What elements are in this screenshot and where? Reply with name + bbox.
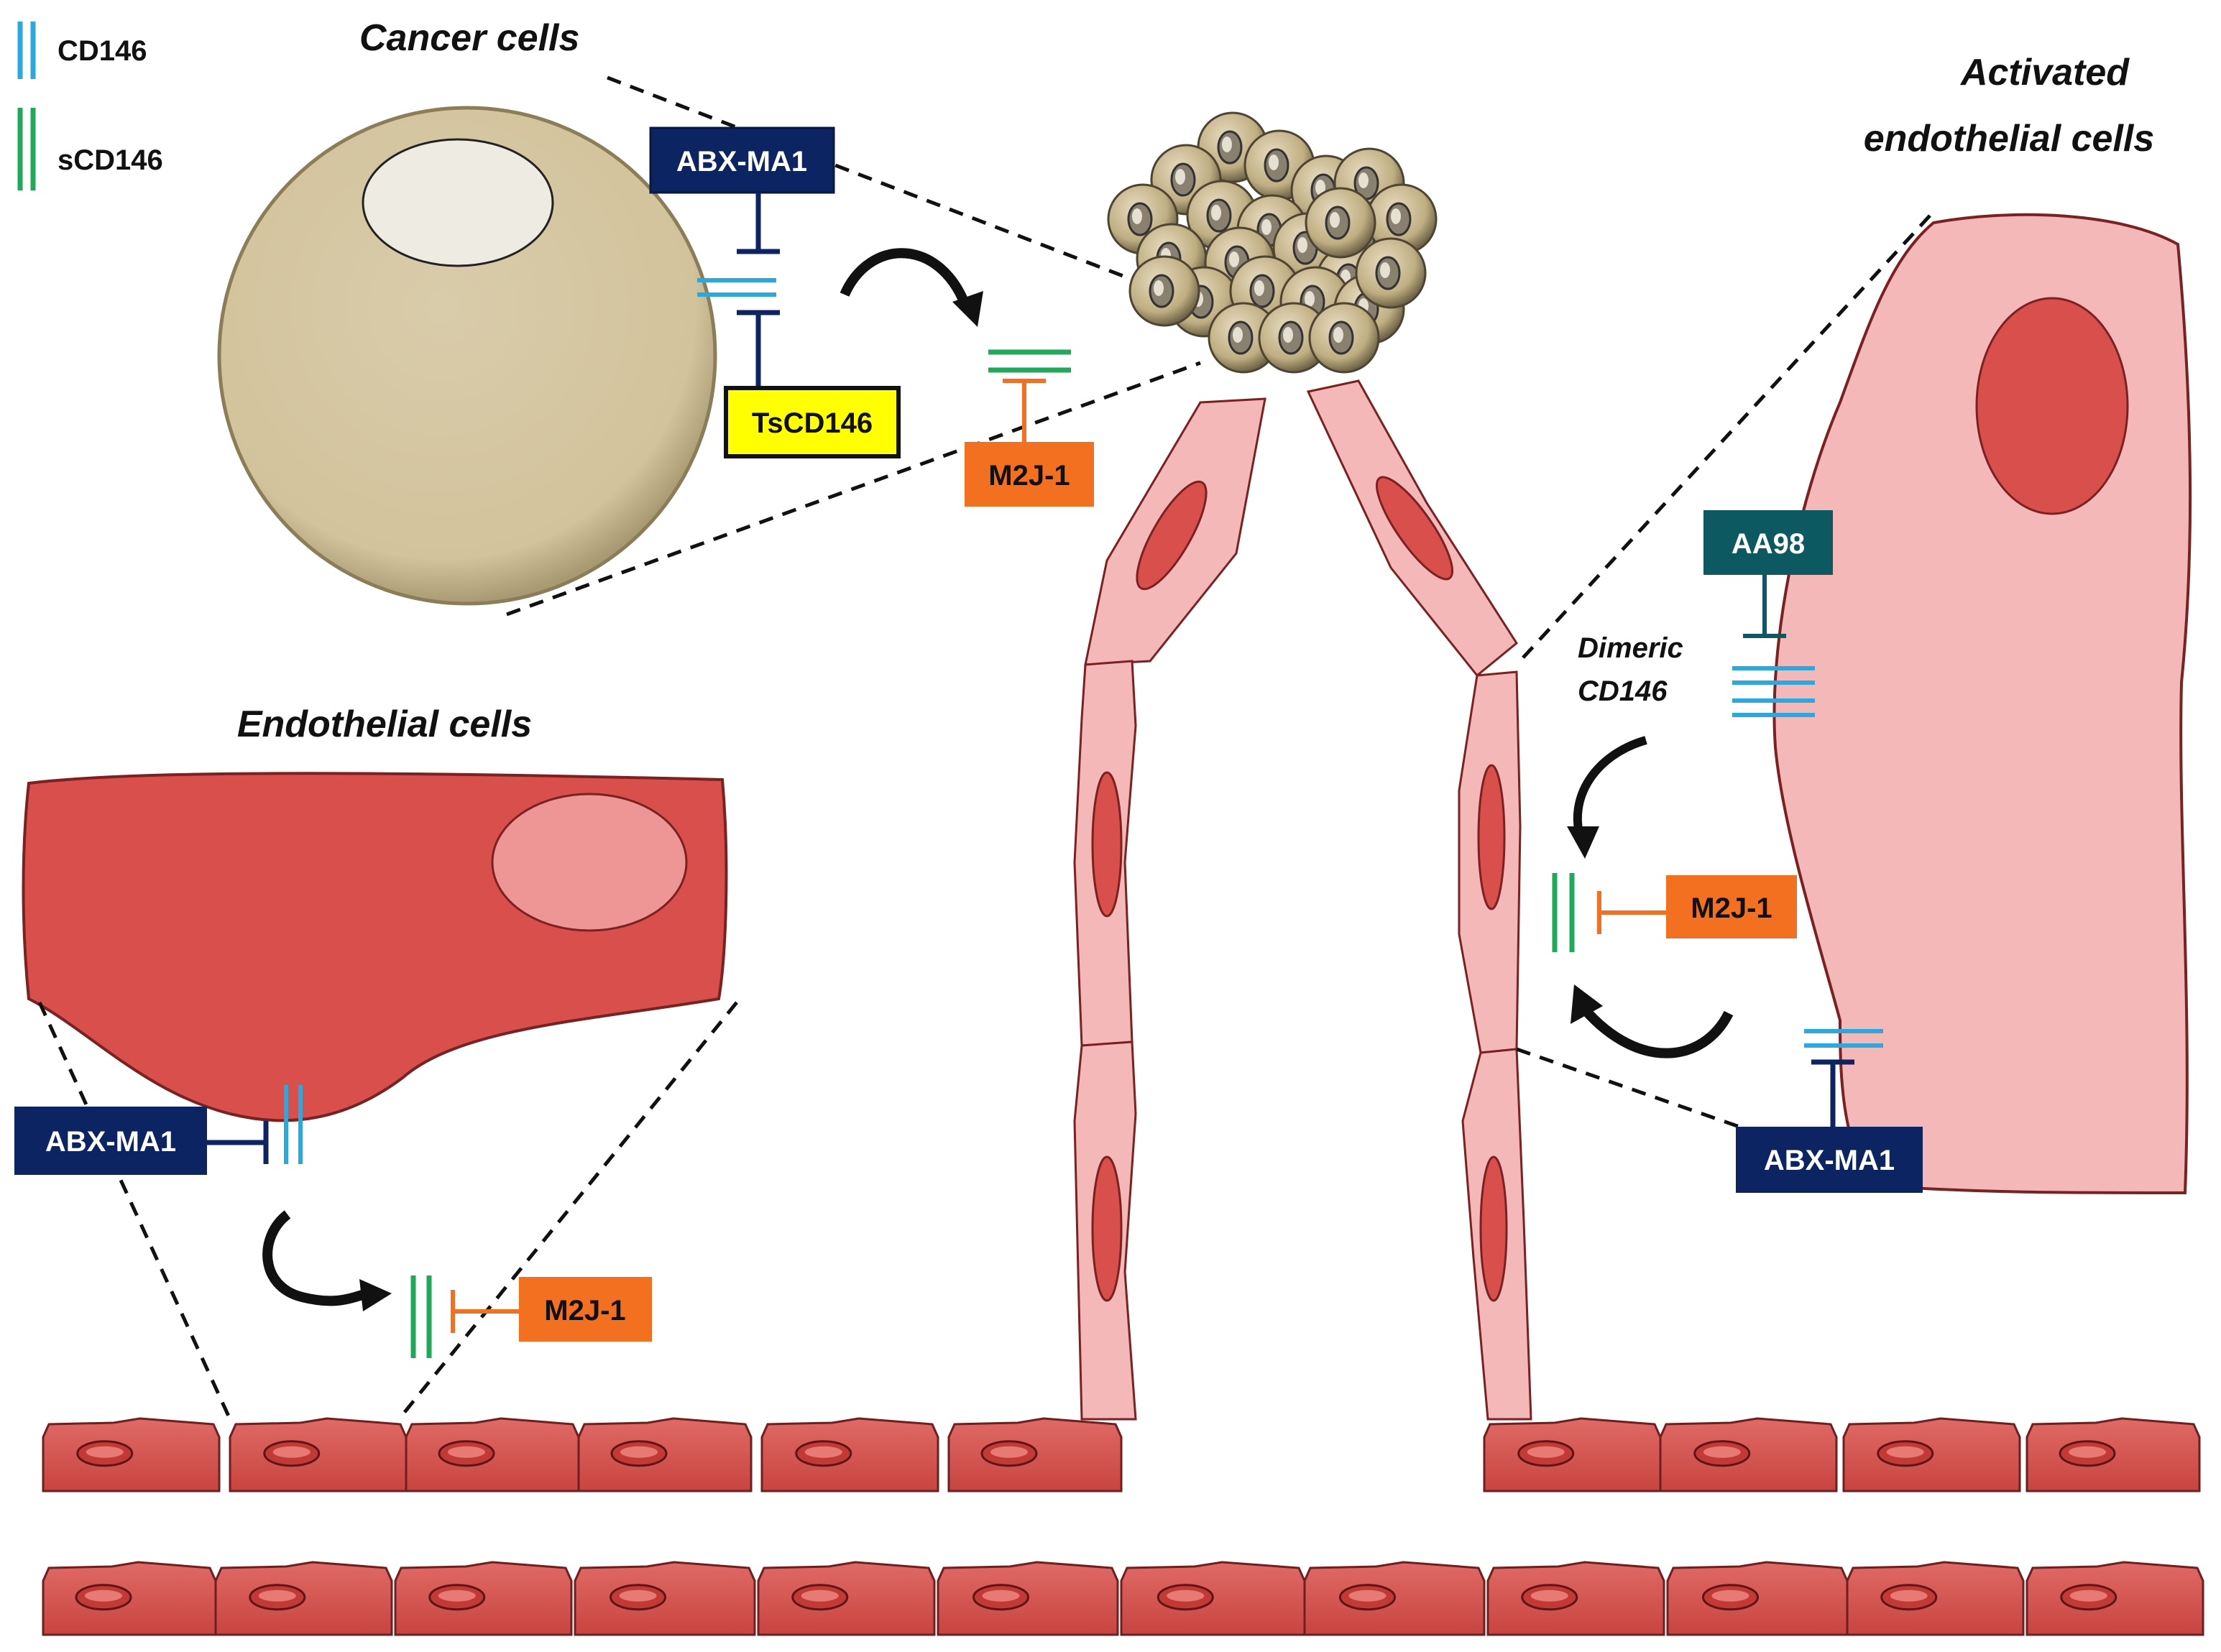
aa98-box: AA98 (1703, 510, 1833, 575)
endothelial-cell-nucleus (491, 793, 688, 932)
endothelial-wall-cell (1846, 1561, 2025, 1636)
vessel-wall-top-row (42, 1417, 2201, 1492)
title-activated-2: endothelial cells (1864, 118, 2155, 160)
endothelial-wall-cell (1303, 1561, 1486, 1636)
scd146-soluble-left (410, 1275, 432, 1358)
arrow-head-top (952, 291, 983, 327)
tumor-cell (1308, 302, 1380, 374)
cd146-receptor-cancer (697, 278, 776, 297)
arrow-head-left (359, 1279, 392, 1311)
endothelial-wall-cell (757, 1561, 936, 1636)
m2j-1-left-label: M2J-1 (544, 1295, 625, 1326)
zoom-lines-endothelial (37, 1001, 738, 1421)
endothelial-wall-cell (42, 1417, 221, 1492)
aa98-inhibition (1743, 575, 1786, 638)
dimeric-label-2: CD146 (1578, 675, 1668, 707)
title-activated-1: Activated (1959, 52, 2130, 93)
endothelial-wall-cell (1120, 1561, 1306, 1636)
abx-ma1-left-inhibition (207, 1121, 269, 1164)
m2j-1-top-inhibition (1003, 379, 1046, 442)
endothelial-wall-cell (229, 1417, 408, 1492)
endothelial-wall-cell (760, 1417, 939, 1492)
legend-label-scd146: sCD146 (58, 144, 163, 176)
abx-ma1-left-box: ABX-MA1 (14, 1107, 207, 1175)
endothelial-wall-cell (937, 1561, 1119, 1636)
endothelial-wall-cell (1659, 1417, 1838, 1492)
curved-arrow-right-upper (1573, 736, 1647, 842)
zoom-lines-activated (1515, 214, 1931, 1134)
abx-ma1-right-box: ABX-MA1 (1736, 1127, 1923, 1193)
scd146-soluble-top (988, 349, 1071, 373)
abx-ma1-cancer-box: ABX-MA1 (649, 126, 835, 194)
tumor-cluster (1107, 111, 1438, 374)
cd146-receptor-left (284, 1085, 303, 1164)
m2j-1-top-box: M2J-1 (965, 442, 1094, 507)
tscd146-box: TsCD146 (724, 386, 901, 458)
m2j-1-right-inhibition (1597, 891, 1668, 934)
endothelial-wall-cell (2025, 1561, 2204, 1636)
vessel-sprout (1073, 379, 1532, 1421)
tumor-cell (1355, 237, 1427, 309)
abx-ma1-right-inhibition (1811, 1059, 1854, 1128)
dimeric-cd146-receptor (1732, 666, 1815, 717)
endothelial-wall-cell (1666, 1561, 1849, 1636)
endothelial-wall-cell (42, 1561, 217, 1636)
endothelial-wall-cell (577, 1417, 753, 1492)
endothelial-wall-cell (2025, 1417, 2201, 1492)
abx-ma1-left-label: ABX-MA1 (45, 1126, 176, 1158)
endothelial-wall-cell (394, 1561, 573, 1636)
endothelial-wall-cell (947, 1417, 1123, 1492)
legend-item-scd146: sCD146 (17, 108, 163, 190)
endothelial-wall-cell (405, 1417, 580, 1492)
m2j-1-right-label: M2J-1 (1691, 892, 1772, 924)
arrow-head-right-upper (1567, 826, 1599, 859)
tumor-cell (1128, 255, 1200, 327)
curved-arrow-shedding-top (840, 248, 972, 311)
legend-item-cd146: CD146 (17, 22, 147, 79)
abx-ma1-cancer-inhibition (737, 193, 780, 254)
m2j-1-right-box: M2J-1 (1666, 875, 1797, 938)
abx-ma1-right-label: ABX-MA1 (1764, 1145, 1895, 1176)
title-cancer-cells: Cancer cells (359, 17, 579, 59)
zoom-lines-cancer (506, 75, 1201, 617)
cancer-cell (217, 106, 717, 606)
vessel-wall-bottom-row (42, 1561, 2204, 1636)
m2j-1-top-label: M2J-1 (988, 460, 1070, 492)
legend-label-cd146: CD146 (58, 35, 147, 67)
curved-arrow-right-lower (1581, 1006, 1734, 1058)
activated-cell-nucleus (1975, 297, 2129, 515)
legend: CD146 sCD146 (17, 22, 163, 190)
m2j-1-left-box: M2J-1 (519, 1277, 652, 1342)
endothelial-wall-cell (1486, 1561, 1665, 1636)
title-endothelial-cells: Endothelial cells (237, 703, 532, 745)
tumor-cell (1305, 187, 1376, 259)
endothelial-wall-cell (574, 1561, 756, 1636)
abx-ma1-cancer-label: ABX-MA1 (676, 146, 807, 177)
tscd146-label: TsCD146 (752, 407, 873, 439)
tumor-cell (1258, 302, 1330, 374)
arrow-head-right-lower (1571, 984, 1603, 1024)
aa98-label: AA98 (1732, 528, 1805, 560)
cd146-receptor-right (1804, 1029, 1883, 1048)
dimeric-label-1: Dimeric (1578, 632, 1683, 664)
tscd146-inhibition (737, 310, 780, 392)
scd146-soluble-right (1552, 873, 1575, 952)
endothelial-wall-cell (1842, 1417, 2021, 1492)
cancer-cell-nucleus (362, 138, 554, 267)
endothelial-wall-cell (1483, 1417, 1662, 1492)
m2j-1-left-inhibition (451, 1290, 521, 1333)
cancer-cell-body (217, 106, 717, 606)
curved-arrow-left (262, 1210, 369, 1306)
endothelial-wall-cell (214, 1561, 393, 1636)
